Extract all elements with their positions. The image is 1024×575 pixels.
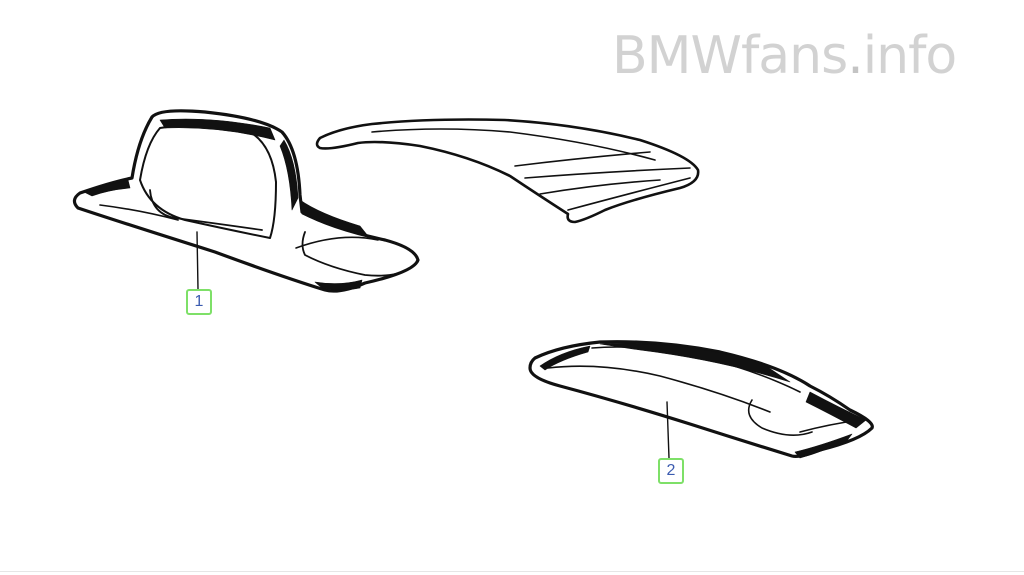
callout-part-1[interactable]: 1 <box>186 289 212 315</box>
watermark-dot: . <box>847 26 864 86</box>
callout-part-2[interactable]: 2 <box>658 458 684 484</box>
bottom-divider <box>0 571 1024 572</box>
part-1-headrest-cover <box>72 109 420 293</box>
bmwfans-watermark-logo: BMWfans.info <box>612 30 957 82</box>
watermark-suffix: info <box>862 26 958 86</box>
watermark-brand: BMWfans <box>612 26 848 86</box>
part-rear-deck-panel <box>315 118 700 224</box>
part-2-tonneau-panel <box>528 340 874 459</box>
